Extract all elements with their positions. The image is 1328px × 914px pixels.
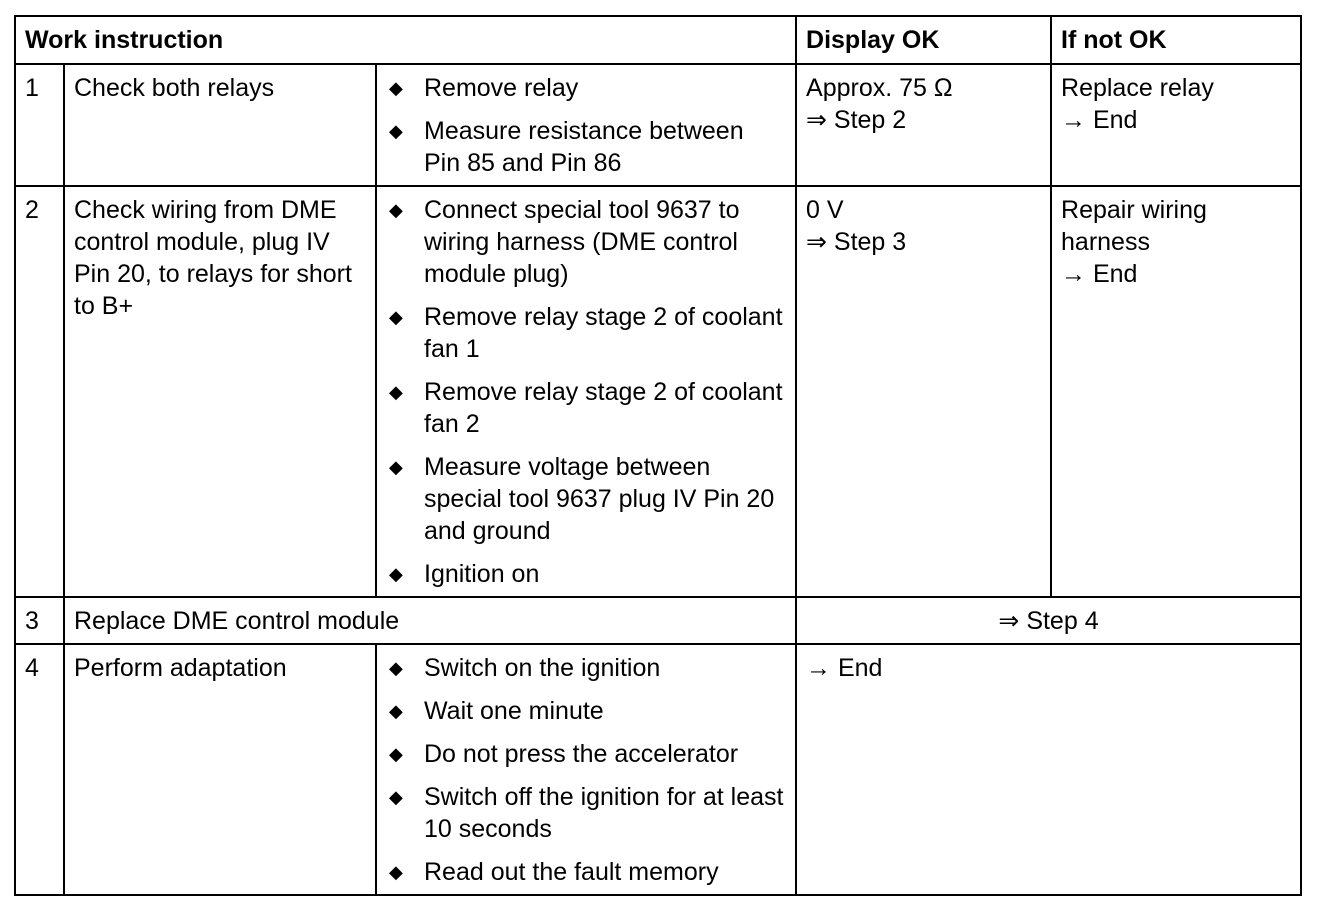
instruction-list: ◆Remove relay ◆Measure resistance betwee… [386,72,786,179]
diamond-bullet-icon: ◆ [389,787,403,807]
step-task: Replace DME control module [62,596,798,645]
table-row: 1 Check both relays ◆Remove relay ◆Measu… [14,63,1303,187]
table-row: 2 Check wiring from DME control module, … [14,185,1303,598]
diamond-bullet-icon: ◆ [389,564,403,584]
step-task: Perform adaptation [63,643,377,896]
instruction-item: ◆Connect special tool 9637 to wiring har… [389,196,740,288]
instruction-item: ◆Remove relay stage 2 of coolant fan 2 [389,378,783,438]
header-if-not-ok: If not OK [1050,15,1303,65]
instruction-item: ◆Remove relay [389,74,579,102]
step-task: Check both relays [63,63,377,187]
result-cell: → End [795,643,1303,896]
result-cell: ⇒ Step 4 [795,596,1303,645]
diamond-bullet-icon: ◆ [389,307,403,327]
instruction-item: ◆Remove relay stage 2 of coolant fan 1 [389,303,783,363]
header-work-instruction: Work instruction [13,15,798,65]
step-instructions: ◆Remove relay ◆Measure resistance betwee… [374,63,798,187]
diamond-bullet-icon: ◆ [389,78,403,98]
instruction-item: ◆Wait one minute [389,697,604,725]
diamond-bullet-icon: ◆ [389,862,403,882]
diamond-bullet-icon: ◆ [389,744,403,764]
diamond-bullet-icon: ◆ [389,382,403,402]
diamond-bullet-icon: ◆ [389,121,403,141]
display-ok-cell: Approx. 75 Ω ⇒ Step 2 [795,63,1053,187]
table-header-row: Work instruction Display OK If not OK [13,15,1303,65]
step-number: 1 [14,63,65,187]
instruction-item: ◆Read out the fault memory [389,858,719,886]
step-number: 4 [14,643,65,896]
display-ok-cell: 0 V ⇒ Step 3 [795,185,1053,598]
diamond-bullet-icon: ◆ [389,701,403,721]
instruction-item: ◆Measure resistance between Pin 85 and P… [389,117,744,177]
step-number: 2 [14,185,65,598]
instruction-item: ◆Measure voltage between special tool 96… [389,453,775,545]
step-number: 3 [14,596,65,645]
instruction-item: ◆Switch off the ignition for at least 10… [389,783,784,843]
instruction-list: ◆Switch on the ignition ◆Wait one minute… [386,652,786,888]
step-instructions: ◆Switch on the ignition ◆Wait one minute… [374,643,798,896]
table-row: 4 Perform adaptation ◆Switch on the igni… [14,643,1303,896]
diamond-bullet-icon: ◆ [389,658,403,678]
table-row: 3 Replace DME control module ⇒ Step 4 [14,596,1303,645]
header-display-ok: Display OK [795,15,1053,65]
if-not-ok-cell: Repair wiring harness → End [1050,185,1303,598]
step-task: Check wiring from DME control module, pl… [63,185,377,598]
diamond-bullet-icon: ◆ [389,457,403,477]
work-instruction-table: Work instruction Display OK If not OK 1 … [13,15,1303,896]
instruction-item: ◆Ignition on [389,560,540,588]
instruction-item: ◆Do not press the accelerator [389,740,739,768]
instruction-item: ◆Switch on the ignition [389,654,661,682]
step-instructions: ◆Connect special tool 9637 to wiring har… [374,185,798,598]
if-not-ok-cell: Replace relay → End [1050,63,1303,187]
diamond-bullet-icon: ◆ [389,200,403,220]
instruction-list: ◆Connect special tool 9637 to wiring har… [386,194,786,590]
